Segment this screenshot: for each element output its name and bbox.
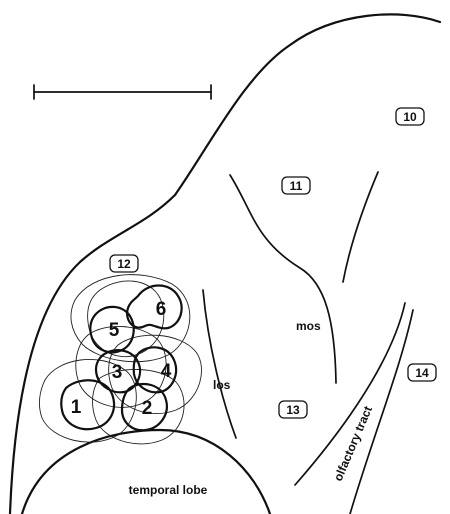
svg-text:13: 13: [286, 403, 300, 417]
temporal-lobe-outline: [22, 430, 270, 514]
mos-label: mos: [296, 319, 321, 333]
svg-text:10: 10: [403, 110, 417, 124]
los-label: los: [213, 378, 231, 392]
brain-outline: [10, 14, 440, 514]
blob-label-4: 4: [161, 361, 172, 382]
temporal-lobe-label: temporal lobe: [129, 483, 208, 497]
blob-label-5: 5: [109, 320, 120, 341]
blob-label-2: 2: [142, 398, 153, 419]
svg-text:11: 11: [290, 179, 303, 193]
olfactory-tract-label: olfactory tract: [331, 404, 375, 483]
lateral-orbital-sulcus: [203, 290, 236, 438]
area-label-10: 10: [396, 108, 424, 125]
mos-branch: [343, 172, 378, 282]
blob-label-6: 6: [156, 299, 167, 320]
svg-text:12: 12: [117, 257, 131, 271]
area-labels: 10 11 12 13 14: [110, 108, 436, 418]
area-label-11: 11: [282, 177, 310, 194]
outer-contours: [39, 275, 201, 444]
blob-label-3: 3: [112, 362, 123, 383]
area-label-12: 12: [110, 255, 138, 272]
area-label-13: 13: [279, 401, 307, 418]
medial-orbital-sulcus: [230, 175, 336, 383]
blob-6: [127, 286, 182, 329]
svg-text:14: 14: [415, 366, 429, 380]
scale-bar: [34, 85, 211, 99]
area-label-14: 14: [408, 364, 436, 381]
blob-label-1: 1: [71, 397, 82, 418]
